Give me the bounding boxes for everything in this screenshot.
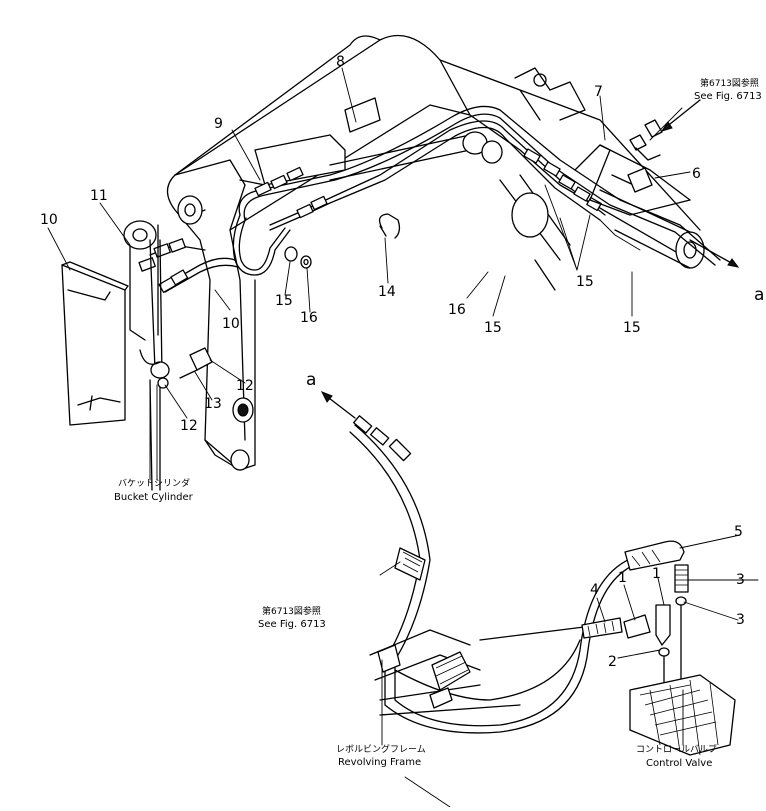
control-valve-label-jp: コントロールバルブ xyxy=(636,743,717,755)
part-number-3-right: 3 xyxy=(736,612,745,628)
part-number-2: 1 xyxy=(652,566,661,582)
part-number-16-left: 15 xyxy=(275,293,293,309)
lower-hose-lines xyxy=(320,391,736,756)
boom-fittings xyxy=(254,148,602,219)
part-number-12-lower: 12 xyxy=(180,418,198,434)
part-number-11: 10 xyxy=(40,212,58,228)
part-number-10-upper: 9 xyxy=(214,116,223,132)
part-number-1: 1 xyxy=(618,570,627,586)
part-number-16-right: 15 xyxy=(484,320,502,336)
bucket-cylinder xyxy=(123,220,170,491)
see-fig-mid-jp: 第6713図参照 xyxy=(262,605,321,617)
revolving-frame-label-en: Revolving Frame xyxy=(338,757,421,768)
see-fig-top-en: See Fig. 6713 xyxy=(694,91,762,102)
part-number-10-lower: 10 xyxy=(222,316,240,332)
part-number-6: 5 xyxy=(734,524,743,540)
leader-lines xyxy=(47,67,759,808)
part-number-5: 4 xyxy=(590,582,599,598)
cover-plate xyxy=(61,261,129,426)
part-number-9: 8 xyxy=(336,54,345,70)
part-number-12-upper: 11 xyxy=(90,188,108,204)
ref-letter-a-right: a xyxy=(754,285,764,305)
part-number-labels: 8 9 10 10 11 12 12 13 14 15 15 15 15 16 … xyxy=(40,54,764,670)
boom-arm-structure xyxy=(166,34,705,471)
arm-hose-lines xyxy=(138,213,401,379)
see-fig-mid-en: See Fig. 6713 xyxy=(258,619,326,630)
bucket-cylinder-label-en: Bucket Cylinder xyxy=(114,492,194,503)
part-number-17-left: 16 xyxy=(300,310,318,326)
control-valve-label-en: Control Valve xyxy=(646,758,712,769)
see-fig-top-jp: 第6713図参照 xyxy=(700,77,759,89)
part-number-15-a: 14 xyxy=(378,284,396,300)
revolving-frame-label-jp: レボルビングフレーム xyxy=(336,743,426,755)
part-number-8: 7 xyxy=(594,84,603,100)
part-number-15-c: 15 xyxy=(623,320,641,336)
part-number-17-right: 16 xyxy=(448,302,466,318)
captions: バケットシリンダ Bucket Cylinder レボルビングフレーム Revo… xyxy=(114,77,762,769)
part-number-3-left: 2 xyxy=(608,654,617,670)
part-number-13: 12 xyxy=(236,378,254,394)
part-number-15-b: 15 xyxy=(576,274,594,290)
part-number-7: 6 xyxy=(692,166,701,182)
part-number-14: 13 xyxy=(204,396,222,412)
bucket-cylinder-label-jp: バケットシリンダ xyxy=(118,477,190,489)
ref-letter-a-mid: a xyxy=(306,370,316,390)
part-number-4: 3 xyxy=(736,572,745,588)
